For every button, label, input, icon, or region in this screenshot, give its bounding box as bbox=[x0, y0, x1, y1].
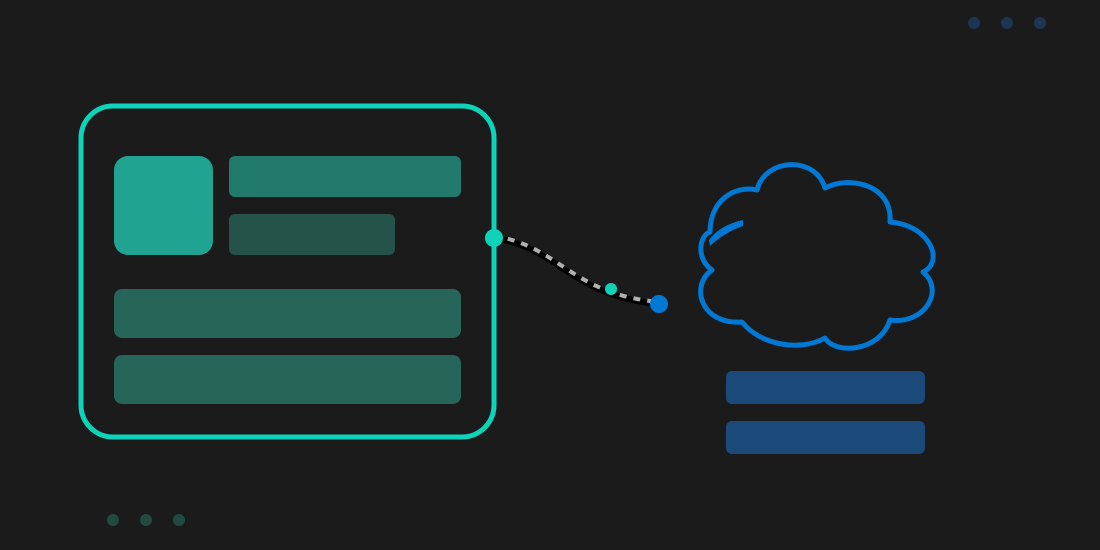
dot bbox=[140, 514, 152, 526]
dot bbox=[107, 514, 119, 526]
dot bbox=[1001, 17, 1013, 29]
bottom-left-dots bbox=[107, 514, 185, 526]
connector-start-node bbox=[485, 229, 503, 247]
connector-end-node bbox=[650, 295, 668, 313]
connection-link bbox=[485, 229, 668, 313]
card-title-bar bbox=[229, 156, 461, 197]
card-subtitle-bar bbox=[229, 214, 395, 255]
card-content-bar bbox=[114, 355, 461, 404]
connector-line bbox=[493, 235, 660, 307]
cloud-highlight bbox=[709, 220, 743, 246]
top-right-dots bbox=[968, 17, 1046, 29]
cloud-bar bbox=[726, 421, 925, 454]
ui-card-icon bbox=[78, 103, 497, 440]
card-content-bar bbox=[114, 289, 461, 338]
cloud-outline bbox=[698, 162, 936, 351]
connector-mid-node bbox=[605, 283, 617, 295]
cloud-bar bbox=[726, 371, 925, 404]
dot bbox=[1034, 17, 1046, 29]
card-frame bbox=[78, 103, 497, 440]
dot bbox=[173, 514, 185, 526]
dot bbox=[968, 17, 980, 29]
card-thumbnail bbox=[114, 156, 213, 255]
cloud-icon bbox=[698, 162, 936, 454]
